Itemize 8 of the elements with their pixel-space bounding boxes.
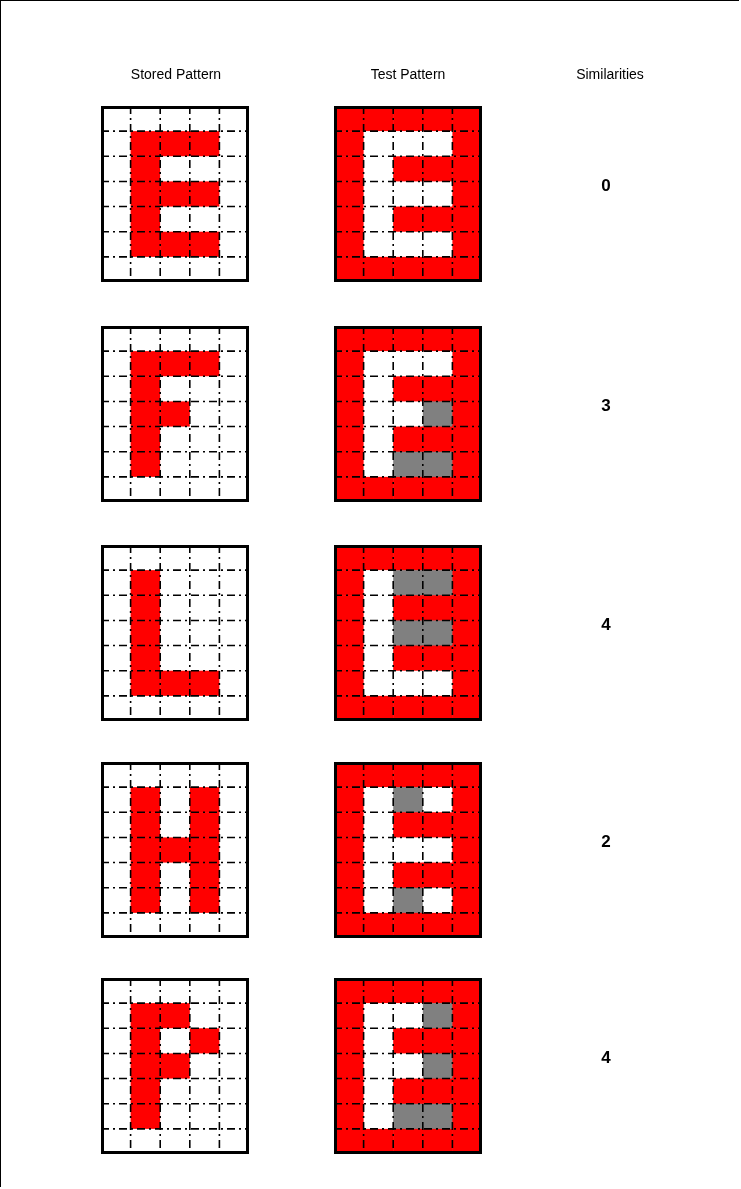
similarity-value: 2 <box>601 832 611 852</box>
column-heading: Test Pattern <box>370 66 446 82</box>
similarity-value: 3 <box>601 396 611 416</box>
column-heading: Stored Pattern <box>130 66 222 82</box>
similarity-value: 0 <box>601 176 611 196</box>
column-heading: Similarities <box>576 66 644 82</box>
similarity-value: 4 <box>601 615 611 635</box>
similarity-value: 4 <box>601 1048 611 1068</box>
